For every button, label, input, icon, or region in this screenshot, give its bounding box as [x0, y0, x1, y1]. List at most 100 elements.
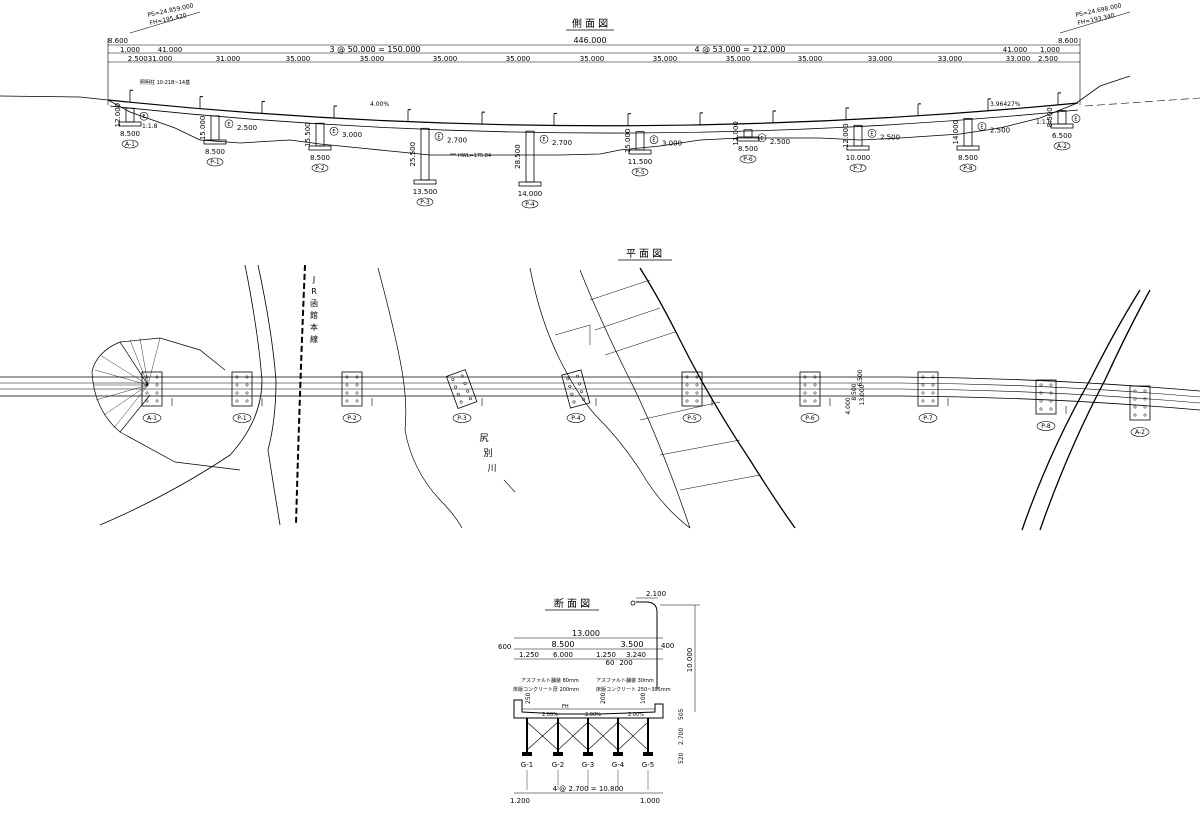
pier-label-1: P-1: [210, 159, 220, 166]
river-flow-arrow: [503, 479, 516, 493]
grade-right: 3.96427%: [990, 101, 1021, 108]
girder-label-1: G-2: [552, 761, 564, 769]
footing-width-6: 8.500: [738, 145, 758, 153]
pile-mark: [345, 375, 349, 379]
pile-mark: [345, 383, 349, 387]
plan-pier-0: [141, 371, 163, 407]
bearing-mark: [329, 126, 339, 136]
span-dim-4: 35.000: [433, 55, 458, 63]
road-far-right-1: [1021, 289, 1141, 531]
pier-column: [210, 115, 220, 141]
bearing-e-0: E: [142, 114, 145, 120]
plan-pier-label-5: P-5: [687, 415, 697, 422]
pile-mark: [345, 391, 349, 395]
river-char-1: 別: [483, 448, 492, 459]
pile-mark: [155, 399, 159, 403]
deck-line-1: [0, 376, 1200, 392]
girder-top: [107, 99, 1079, 127]
plan-width-2: 6.500: [857, 369, 864, 386]
pile-mark: [921, 375, 925, 379]
rail-char-2: 函: [310, 299, 318, 308]
pile-mark: [245, 375, 249, 379]
jr-rail-line: [295, 264, 306, 526]
width-sub-0: 8.500: [552, 640, 575, 649]
dim-v-0: 250: [525, 692, 532, 704]
pile-mark: [1143, 389, 1147, 393]
river-bank-right: [529, 267, 691, 529]
pile-mark: [685, 375, 689, 379]
pile-mark: [451, 378, 455, 381]
plan-pier-label-4: P-4: [571, 415, 581, 422]
pier-label-oval: [121, 139, 139, 149]
pile-mark: [469, 397, 472, 401]
pile-mark: [572, 400, 576, 404]
span-dim-3: 35.000: [360, 55, 385, 63]
ground-line: [0, 75, 1131, 156]
footing-width-2: 8.500: [310, 154, 330, 162]
bearing-e-1: E: [227, 122, 230, 128]
span-dim-13: 2.500: [1038, 55, 1058, 63]
pier-height-2: 15.500: [304, 122, 312, 147]
bearing-mark: [649, 135, 659, 144]
lighting-note: 照明柱 10-21B~14基: [140, 79, 190, 86]
pile-mark: [145, 383, 149, 387]
pier-footing: [203, 139, 227, 145]
pier-footing: [628, 149, 652, 155]
plan-pier-box: [341, 371, 363, 407]
pile-mark: [921, 399, 925, 403]
pile-mark: [1039, 391, 1043, 395]
deck-line-2: [0, 382, 1200, 398]
width-total: 13.000: [572, 629, 600, 638]
side-view: 側 面 図 PS=24.859.000 FH=195.420 PS=24.698…: [0, 2, 1200, 209]
pile-mark: [685, 399, 689, 403]
plan-pier-1: [231, 371, 253, 407]
plan-pier-box: [681, 371, 703, 407]
pile-mark: [355, 399, 359, 403]
girder-label-2: G-3: [582, 761, 594, 769]
fh-label: FH: [562, 704, 569, 710]
pier-height-5: 15.000: [624, 129, 632, 154]
plan-label-oval: [342, 413, 362, 423]
pier-label-5: P-5: [635, 169, 645, 176]
pile-mark: [1133, 397, 1137, 401]
footing-width-5: 11.500: [628, 158, 653, 166]
grade-left: 4.00%: [370, 101, 389, 108]
width-sub-1: 3.500: [621, 640, 644, 649]
pile-mark: [145, 399, 149, 403]
bottom-1: 4 @ 2.700 = 10.800: [553, 785, 624, 793]
pile-mark: [466, 389, 470, 393]
pier-height-7: 12.000: [842, 123, 850, 148]
bearing-mark: [977, 122, 987, 131]
pier-column: [1057, 110, 1067, 125]
cap-width-6: 2.500: [880, 133, 900, 141]
pile-mark: [1039, 407, 1043, 411]
span-dim-6: 35.000: [580, 55, 605, 63]
pile-mark: [695, 383, 699, 387]
plan-pier-label-2: P-2: [347, 415, 357, 422]
pile-mark: [155, 375, 159, 379]
pier-height-9: 8.500: [1046, 107, 1054, 127]
pier-column: [525, 130, 535, 183]
footing-width-9: 6.500: [1052, 132, 1072, 140]
pile-mark: [576, 374, 579, 378]
dim-v-1: 200: [600, 692, 607, 704]
pile-mark: [355, 383, 359, 387]
pile-mark: [454, 385, 458, 389]
plan-label-oval: [566, 413, 586, 423]
pave-right-1: アスファルト舗装 30mm: [596, 677, 654, 684]
cross-slope-1: 2.00%: [585, 712, 601, 718]
pile-mark: [235, 399, 239, 403]
plan-pier-label-0: A-1: [147, 415, 157, 422]
section-view-title: 断 面 図: [554, 597, 590, 610]
pier-label-2: P-2: [315, 165, 325, 172]
pile-mark: [921, 391, 925, 395]
pile-mark: [145, 375, 149, 379]
pier-height-8: 14.000: [952, 120, 960, 145]
girder-flange: [643, 752, 653, 756]
pave-right-2: 床版コンクリート 250~305mm: [596, 686, 671, 693]
pier-column: [635, 131, 645, 151]
river-bank-left: [377, 267, 463, 529]
pile-mark: [1049, 407, 1053, 411]
pile-mark: [245, 399, 249, 403]
